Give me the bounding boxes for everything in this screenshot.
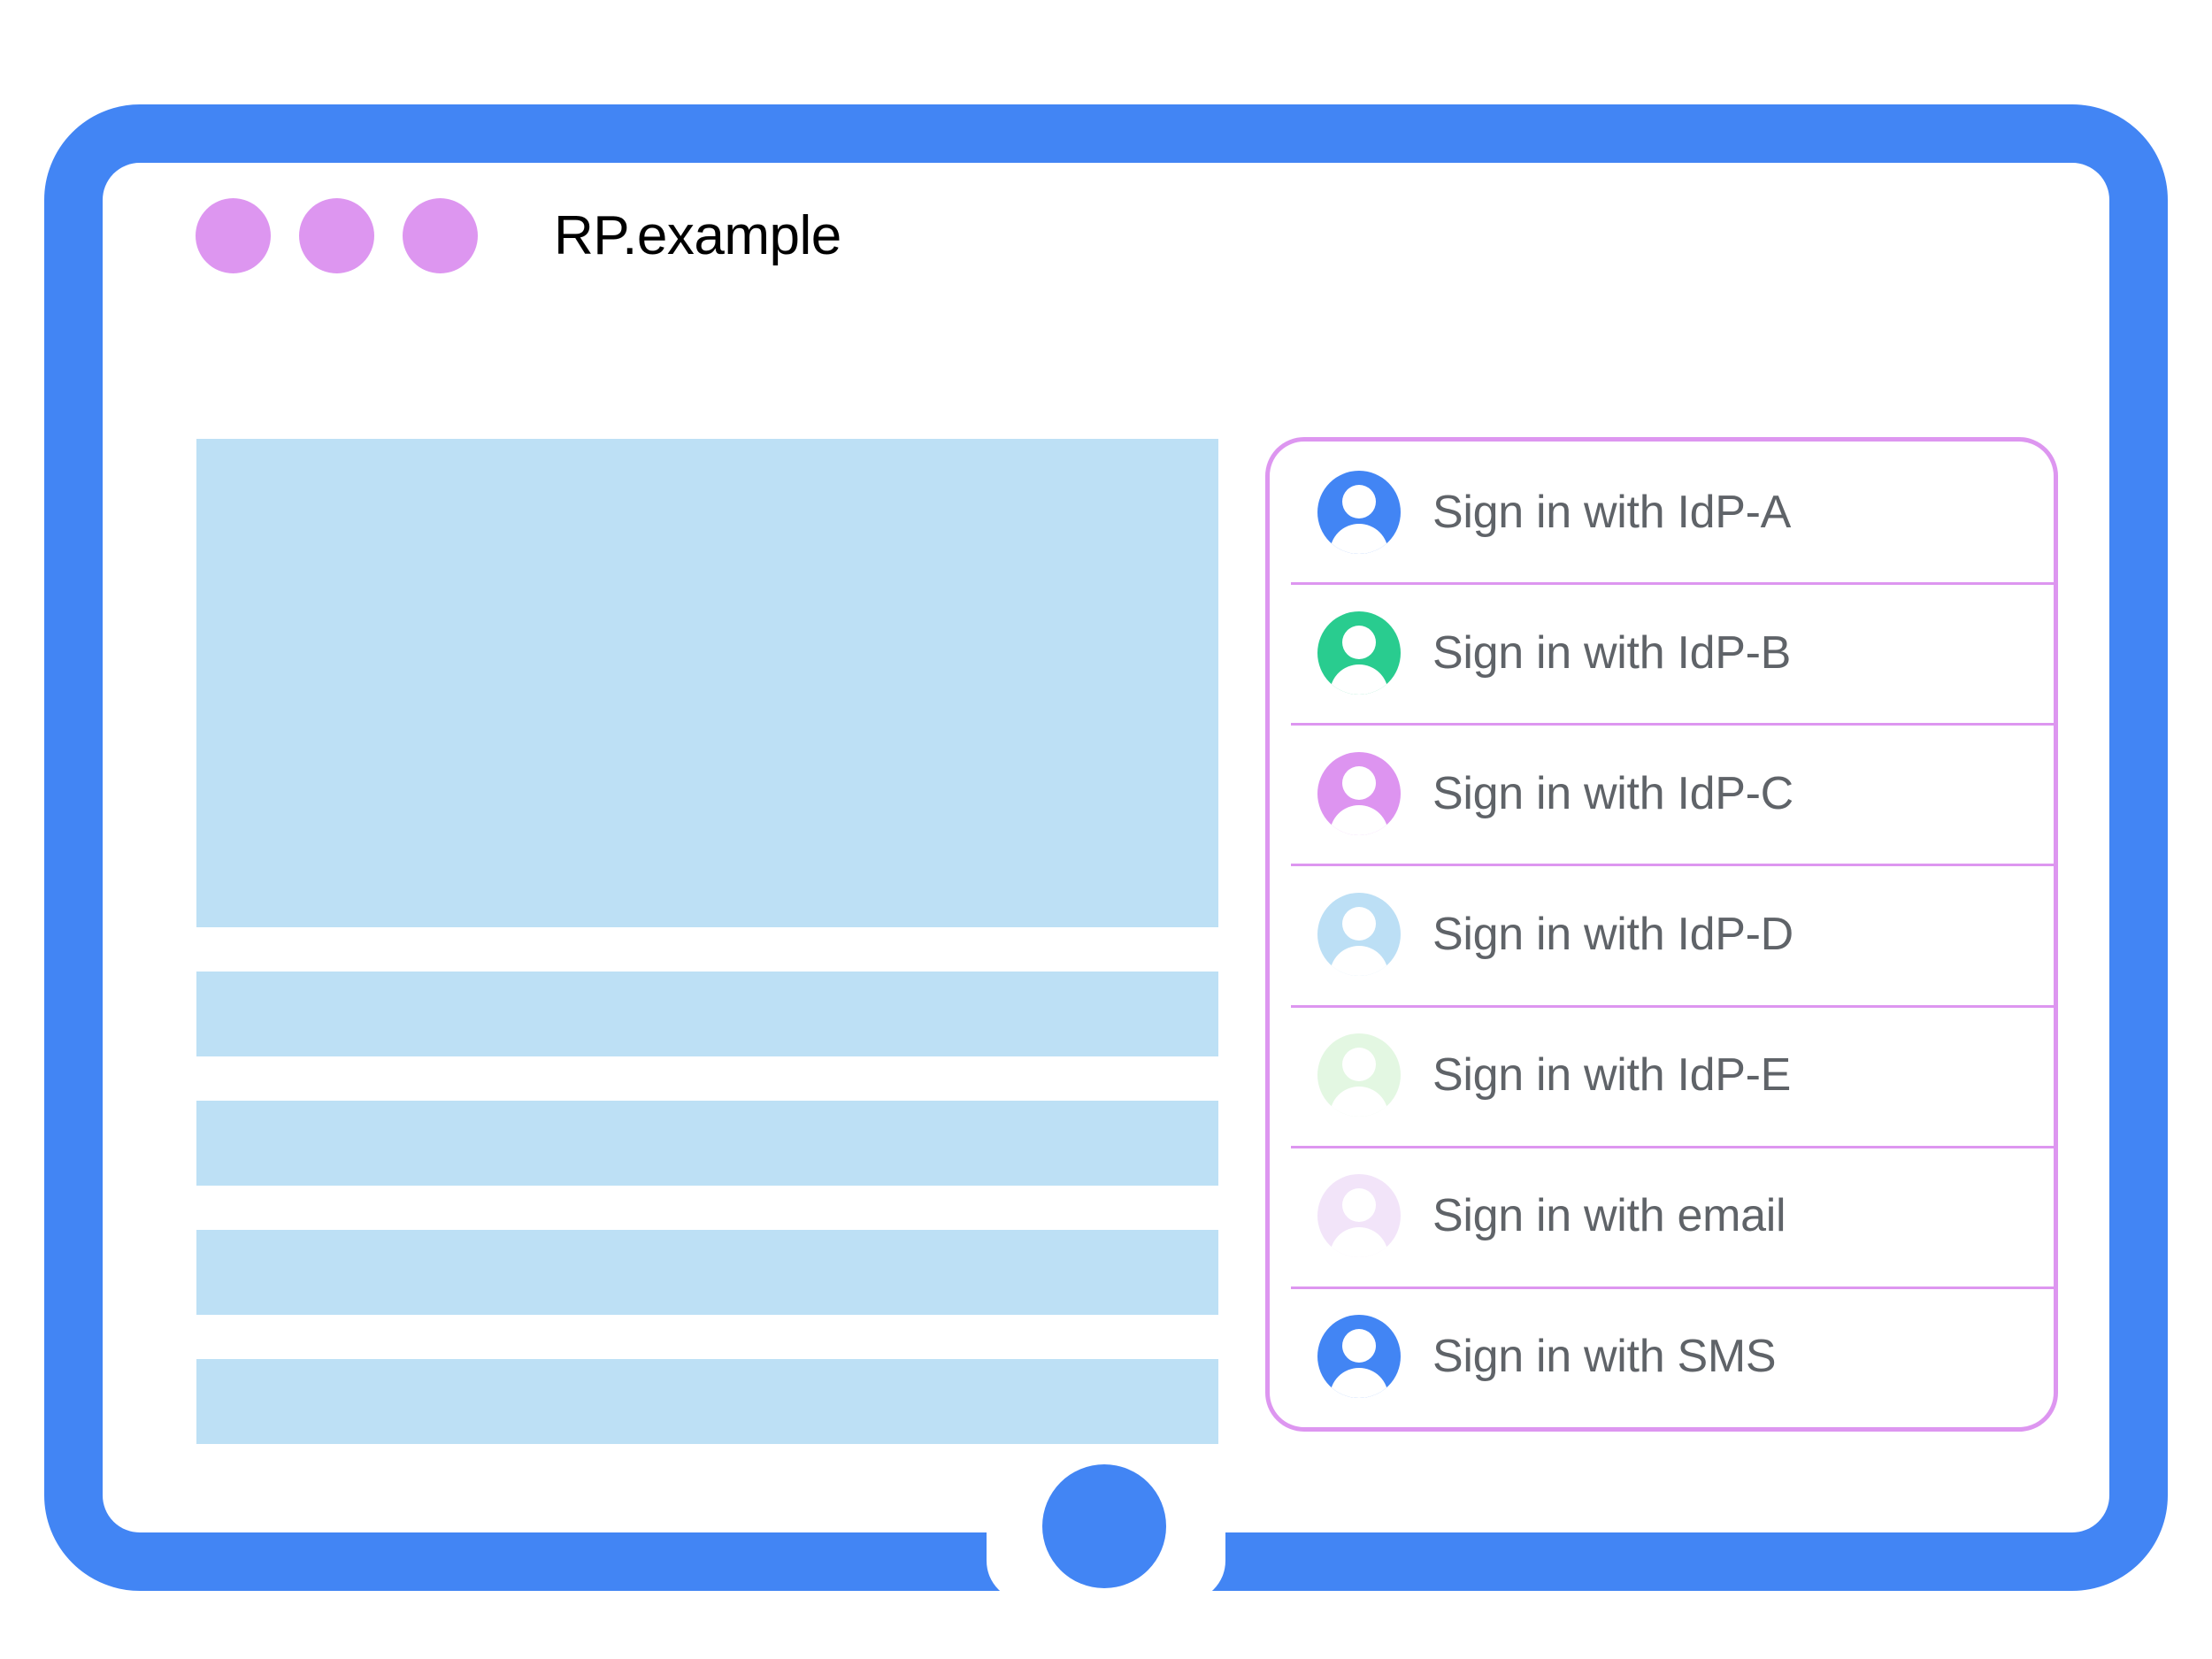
idp-row[interactable]: Sign in with IdP-D [1270,864,2058,1004]
text-line-placeholder-1 [196,972,1218,1056]
idp-label: Sign in with IdP-B [1432,626,1792,679]
person-avatar-icon [1317,751,1401,835]
idp-label: Sign in with IdP-A [1432,486,1792,538]
idp-label: Sign in with IdP-C [1432,767,1793,819]
idp-row[interactable]: Sign in with IdP-C [1270,723,2058,864]
idp-label: Sign in with email [1432,1190,1786,1242]
idp-label: Sign in with IdP-E [1432,1049,1792,1102]
window-dot-3[interactable] [403,198,478,273]
browser-titlebar: RP.example [196,198,841,273]
idp-label: Sign in with SMS [1432,1331,1777,1383]
account-chooser-panel: Sign in with IdP-A Sign in with IdP-B Sign… [1265,437,2058,1432]
window-dot-2[interactable] [299,198,374,273]
text-line-placeholder-3 [196,1230,1218,1315]
idp-label: Sign in with IdP-D [1432,908,1793,960]
idp-row[interactable]: Sign in with email [1270,1145,2058,1286]
page-content-placeholders [196,439,1218,1444]
person-avatar-icon [1317,1174,1401,1258]
home-button[interactable] [1042,1464,1166,1588]
page-title: RP.example [554,205,841,266]
hero-placeholder [196,439,1218,927]
person-avatar-icon [1317,892,1401,976]
text-line-placeholder-2 [196,1101,1218,1186]
idp-row[interactable]: Sign in with IdP-A [1270,442,2054,582]
idp-row[interactable]: Sign in with IdP-B [1270,582,2058,723]
person-avatar-icon [1317,1033,1401,1118]
person-avatar-icon [1317,1315,1401,1399]
window-dot-1[interactable] [196,198,271,273]
person-avatar-icon [1317,470,1401,554]
text-line-placeholder-4 [196,1359,1218,1444]
idp-row[interactable]: Sign in with IdP-E [1270,1004,2058,1146]
idp-row[interactable]: Sign in with SMS [1270,1286,2058,1427]
person-avatar-icon [1317,611,1401,695]
